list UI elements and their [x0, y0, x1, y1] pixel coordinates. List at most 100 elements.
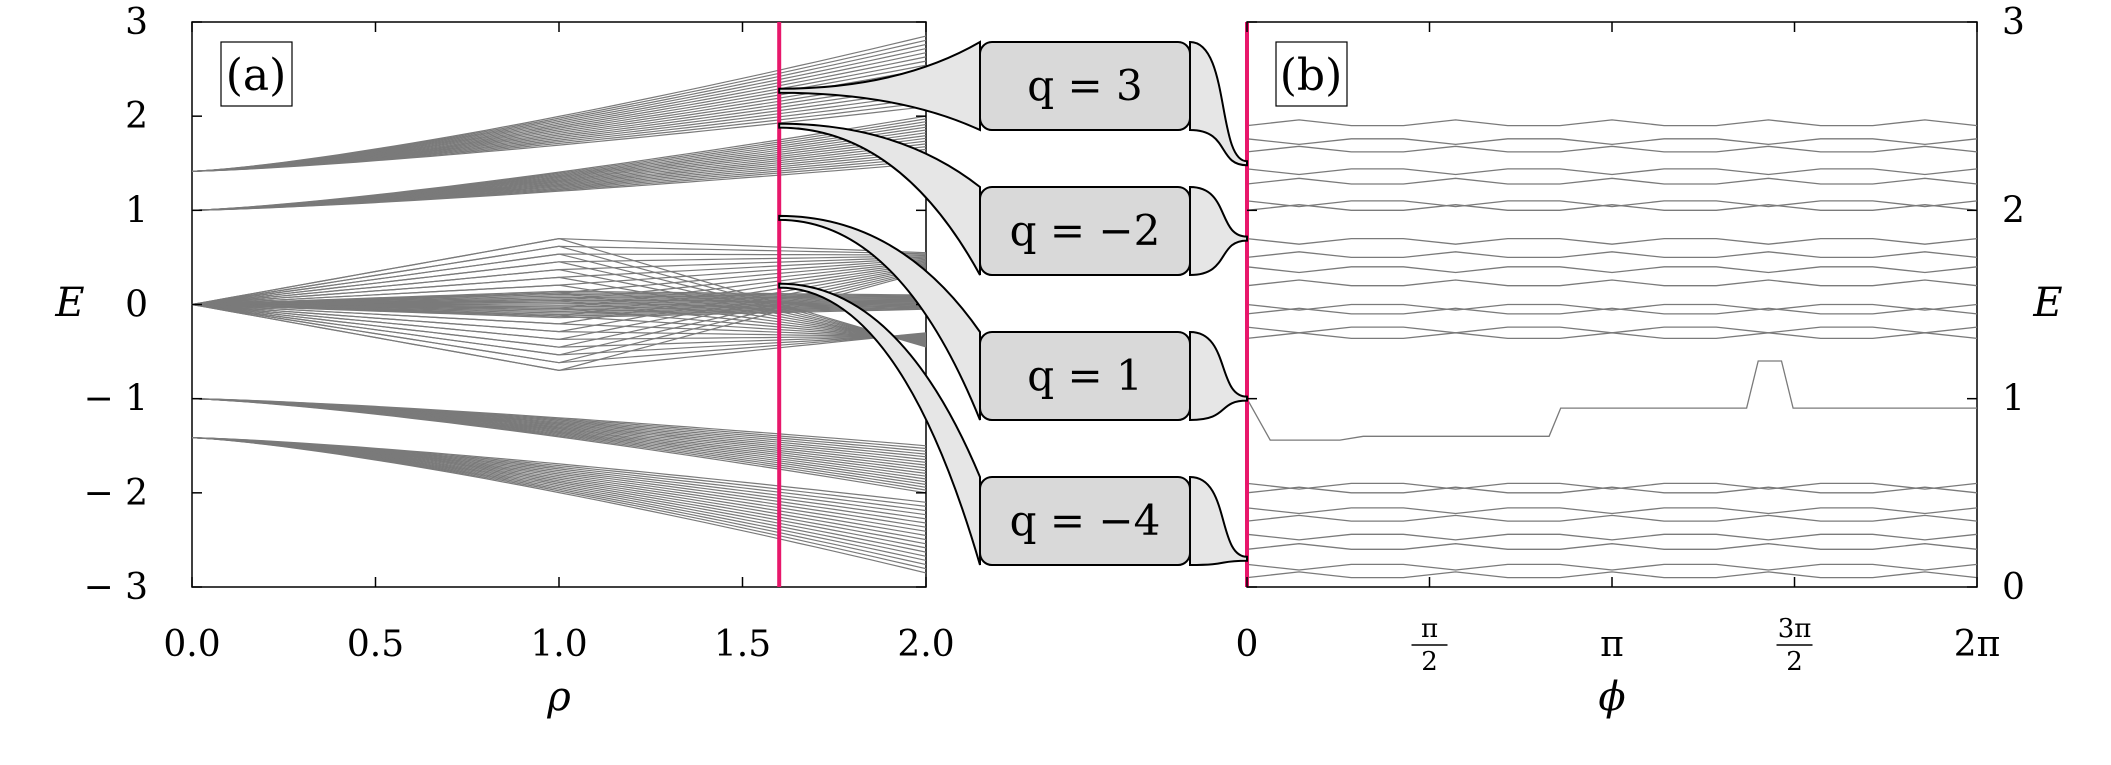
panel-b-xlabel: ϕ [1598, 674, 1625, 720]
panel-b-ylabel: E [2032, 280, 2062, 326]
spectrum-line-a [191, 115, 927, 211]
x-tick-label-b: 2π [1954, 624, 2001, 665]
spectrum-line-a [191, 253, 927, 346]
y-tick-label-b: 3 [2002, 2, 2025, 43]
spectrum-line-a [191, 398, 927, 447]
spectrum-line-b [1246, 237, 1978, 245]
callout-funnel-right [1189, 330, 1248, 422]
spectrum-line-b [1246, 507, 1978, 515]
spectrum-line-b [1246, 200, 1978, 208]
panel-a-xlabel: ρ [546, 674, 571, 720]
spectrum-line-a [191, 303, 927, 356]
callout-funnel-right [1189, 475, 1248, 567]
y-tick-label-b: 2 [2002, 190, 2025, 231]
x-tick-label-b: π [1600, 624, 1624, 665]
spectrum-line-a [191, 437, 927, 574]
spectrum-line-b [1246, 279, 1978, 287]
y-tick-label-a: 0 [125, 285, 148, 326]
panel-a-label-box [220, 41, 293, 107]
spectrum-line-a [191, 303, 927, 348]
panel-a-spectrum [191, 35, 927, 574]
spectrum-line-a [191, 303, 927, 341]
panel-b-label-box [1275, 41, 1348, 107]
y-tick-label-b: 0 [2002, 567, 2025, 608]
spectrum-line-a [191, 268, 927, 345]
x-tick-label-a: 1.0 [530, 624, 587, 665]
spectrum-line-b [1246, 266, 1978, 274]
spectrum-line-b [1246, 326, 1978, 334]
spectrum-line-a [191, 303, 927, 364]
callout-label: q = 1 [1027, 351, 1143, 400]
y-tick-label-b: 1 [2002, 379, 2025, 420]
spectrum-line-a [191, 261, 927, 345]
x-tick-label-b-den: 2 [1786, 647, 1803, 677]
panel-a-label: (a) [226, 50, 287, 101]
spectrum-line-b [1246, 168, 1978, 176]
spectrum-line-a [191, 299, 927, 341]
spectrum-line-b-gap [1246, 360, 1977, 441]
x-tick-label-b-num: 3π [1778, 614, 1812, 644]
spectrum-line-b [1246, 533, 1978, 541]
x-tick-label-a: 1.5 [714, 624, 771, 665]
spectrum-line-b [1246, 145, 1978, 153]
spectrum-line-a [191, 276, 927, 344]
spectrum-line-b [1246, 563, 1978, 571]
spectrum-line-b [1246, 332, 1978, 340]
spectrum-line-a [191, 437, 927, 561]
spectrum-line-a [191, 237, 927, 348]
spectrum-line-a [191, 303, 927, 340]
x-tick-label-b-num: π [1421, 614, 1438, 644]
spectrum-line-a [191, 303, 927, 338]
spectrum-line-a [191, 48, 927, 172]
spectrum-line-a [191, 284, 927, 343]
y-tick-label-a: 1 [125, 190, 148, 231]
spectrum-line-a [191, 245, 927, 347]
x-tick-label-a: 2.0 [897, 624, 954, 665]
callouts: q = 3 q = −2 q = 1 q = −4 [778, 40, 1248, 567]
callout-funnel-left [778, 214, 981, 421]
spectrum-line-b [1246, 543, 1978, 550]
spectrum-line-b [1246, 177, 1978, 185]
y-tick-label-a: 3 [125, 2, 148, 43]
callout-label: q = −2 [1010, 206, 1161, 255]
callout-funnel-right [1189, 185, 1248, 277]
x-tick-label-b: 0 [1236, 624, 1259, 665]
spectrum-line-a [191, 292, 927, 342]
callout-box [979, 41, 1191, 131]
spectrum-line-a [191, 437, 927, 503]
x-tick-label-b-den: 2 [1421, 647, 1438, 677]
spectrum-line-b [1246, 204, 1978, 211]
y-tick-label-a: 2 [125, 96, 148, 137]
y-tick-label-a: − 3 [83, 567, 148, 608]
spectrum-line-b [1246, 486, 1978, 494]
spectrum-line-a [191, 35, 927, 172]
spectrum-line-b [1246, 303, 1978, 311]
callout-label: q = −4 [1010, 496, 1161, 545]
spectrum-line-a [191, 303, 927, 372]
panel-a-ylabel: E [54, 280, 84, 326]
spectrum-line-a [191, 303, 927, 339]
panel-b-spectrum [1246, 119, 1978, 579]
callout-label: q = 3 [1027, 61, 1143, 110]
spectrum-line-b [1246, 514, 1978, 522]
x-tick-label-a: 0.0 [163, 624, 220, 665]
callout-box [979, 331, 1191, 421]
x-tick-label-a: 0.5 [347, 624, 404, 665]
callout-funnel-left [778, 40, 981, 132]
y-tick-label-a: − 1 [83, 379, 148, 420]
spectrum-line-b [1246, 571, 1978, 579]
spectrum-line-b [1246, 482, 1978, 490]
spectrum-line-b [1246, 119, 1978, 127]
y-tick-label-a: − 2 [83, 473, 148, 514]
spectrum-line-b [1246, 307, 1978, 315]
callout-box [979, 476, 1191, 566]
spectrum-line-b [1246, 251, 1978, 259]
panel-a-axes: 0.0 0.5 1.0 1.5 2.0 3 2 1 0 − 1 − 2 − 3 [83, 2, 954, 665]
spectrum-line-b [1246, 138, 1978, 146]
panel-b-label: (b) [1280, 50, 1343, 101]
callout-box [979, 186, 1191, 276]
callout-funnel-left [778, 122, 981, 276]
callout-funnel-left [778, 282, 981, 566]
